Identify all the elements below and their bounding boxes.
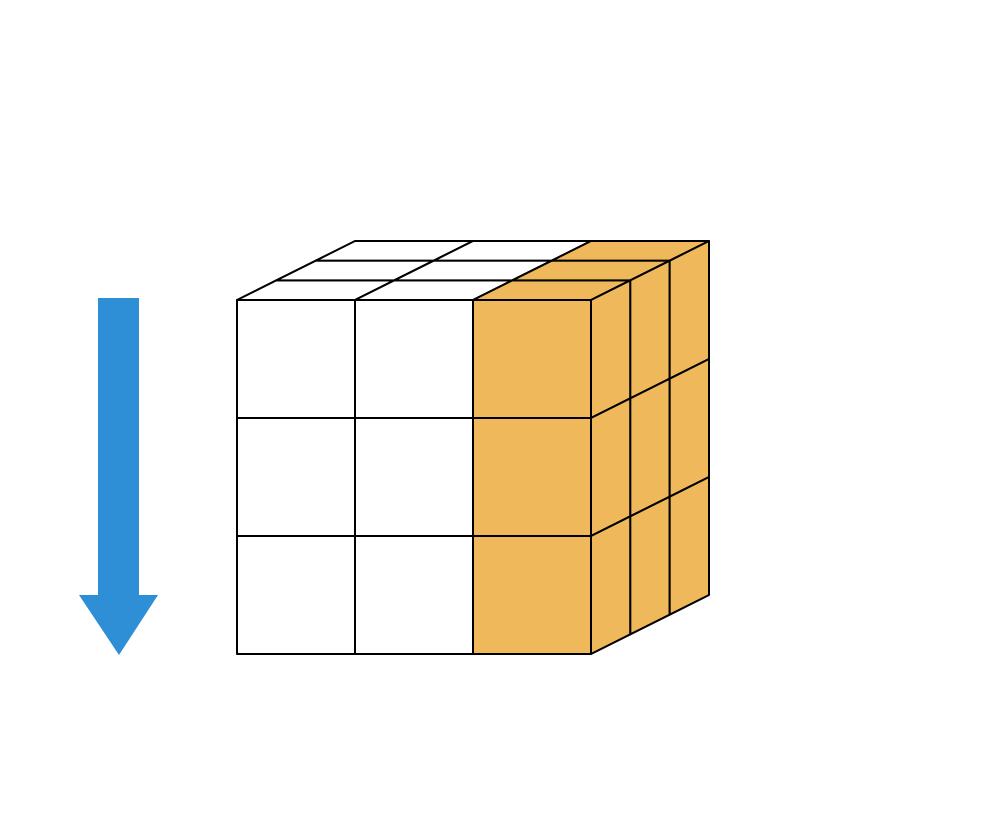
cube-front-face [236,299,592,655]
front-cell [472,535,592,655]
front-cell [472,299,592,419]
side-cell [590,515,632,655]
front-cell [236,535,356,655]
cube-right-face [590,240,710,655]
front-cell [354,299,474,419]
front-cell [354,535,474,655]
side-cell [668,358,710,498]
side-cell [590,397,632,537]
front-cell [354,417,474,537]
side-cell [668,240,710,380]
front-cell [236,299,356,419]
side-cell [629,377,671,518]
arrow-shape [79,298,158,655]
side-cell [629,495,671,636]
cube [236,240,710,655]
front-cell [472,417,592,537]
side-cell [590,279,632,419]
down-arrow-icon [79,298,158,655]
cube-top-face [236,240,710,301]
front-cell [236,417,356,537]
side-cell [668,476,710,616]
side-cell [629,259,671,400]
